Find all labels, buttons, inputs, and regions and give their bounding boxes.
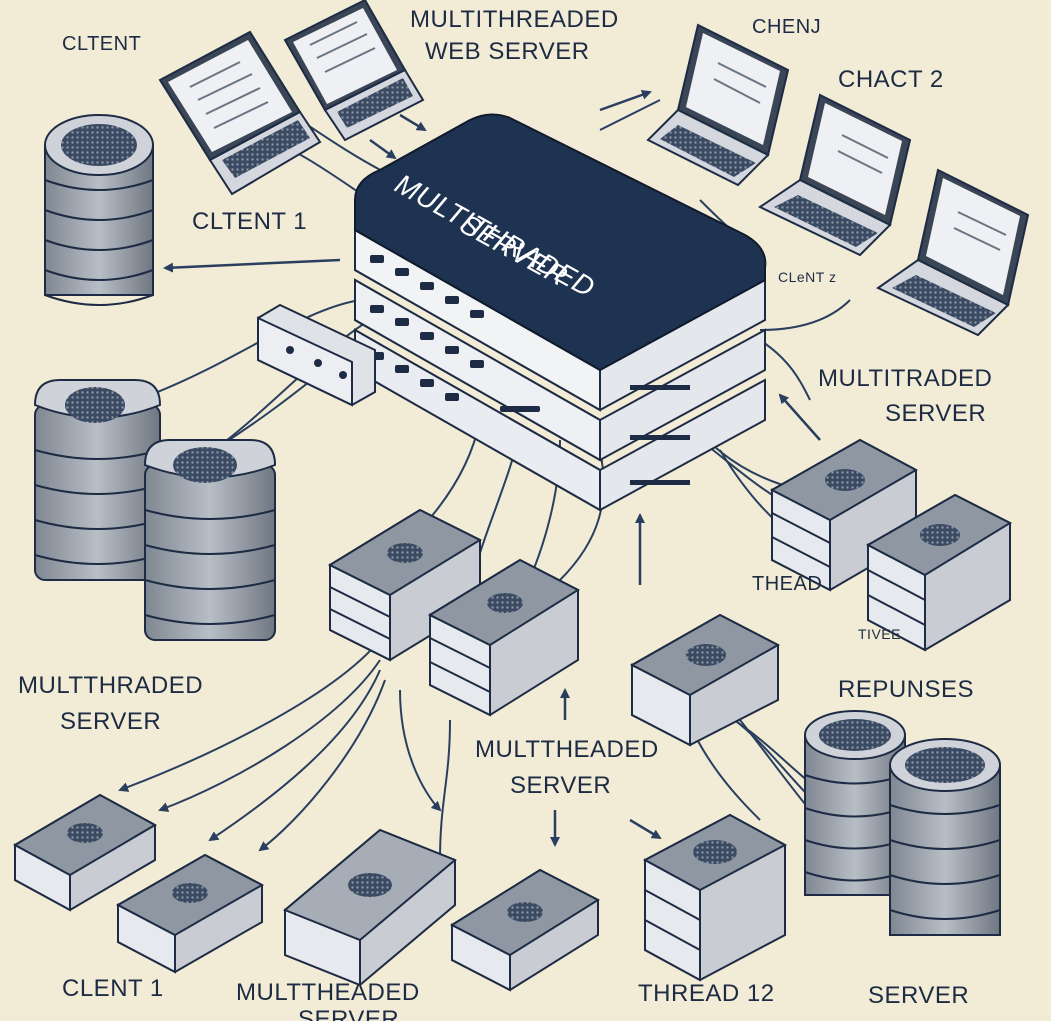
label-web-server-title-line-2: WEB SERVER [425, 38, 590, 65]
label-left-server-line-2: SERVER [60, 708, 162, 735]
label-thead: THEAD [752, 573, 823, 595]
label-web-server-title-line-1: MULTITHREADED [410, 6, 619, 33]
label-thread-12: THREAD 12 [638, 980, 775, 1007]
label-tivee: TIVEE [858, 626, 901, 642]
main-multithreaded-server [354, 113, 767, 512]
label-right-server-line-1: MULTITRADED [818, 365, 993, 392]
label-client-1-top: CLTENT 1 [192, 208, 308, 235]
network-connector [257, 303, 376, 407]
label-chent: CHENJ [752, 16, 822, 38]
device-bottom-3 [283, 828, 457, 987]
label-left-server-line-1: MULTTHRADED [18, 672, 204, 699]
laptop-client-2 [283, 0, 425, 142]
rack-stack-center-left [327, 508, 483, 662]
label-bottom-server-line-1: MULTTHEADED [236, 979, 420, 1006]
device-bottom-1 [12, 793, 158, 912]
flow-arrows [163, 90, 821, 847]
label-client-top-left: CLTENT [62, 33, 142, 55]
laptop-client-1 [158, 30, 322, 196]
label-center-server-line-2: SERVER [510, 772, 612, 799]
device-bottom-2 [115, 853, 265, 974]
laptop-chact-2 [757, 93, 912, 257]
database-bottom-right-2 [889, 738, 1001, 936]
rack-stack-right-2 [865, 493, 1013, 652]
laptop-client-z [876, 168, 1030, 337]
database-left-2 [143, 439, 277, 641]
label-chact-2: CHACT 2 [838, 66, 944, 93]
label-bottom-server-line-2: SERVER [298, 1006, 400, 1021]
rack-stack-bottom [642, 813, 788, 982]
rack-stack-center-right [629, 613, 781, 747]
label-clent-1-bottom: CLENT 1 [62, 975, 164, 1002]
rack-stack-center [427, 558, 581, 717]
label-server-bottom-right: SERVER [868, 982, 970, 1009]
device-bottom-4 [449, 868, 601, 992]
database-left-1 [33, 379, 162, 581]
label-repunses: REPUNSES [838, 676, 975, 703]
label-clent-z: CLeNT z [778, 269, 837, 285]
database-top-left [44, 114, 154, 306]
label-right-server-line-2: SERVER [885, 400, 987, 427]
label-center-server-line-1: MULTTHEADED [475, 736, 659, 763]
laptop-chent [646, 23, 790, 187]
